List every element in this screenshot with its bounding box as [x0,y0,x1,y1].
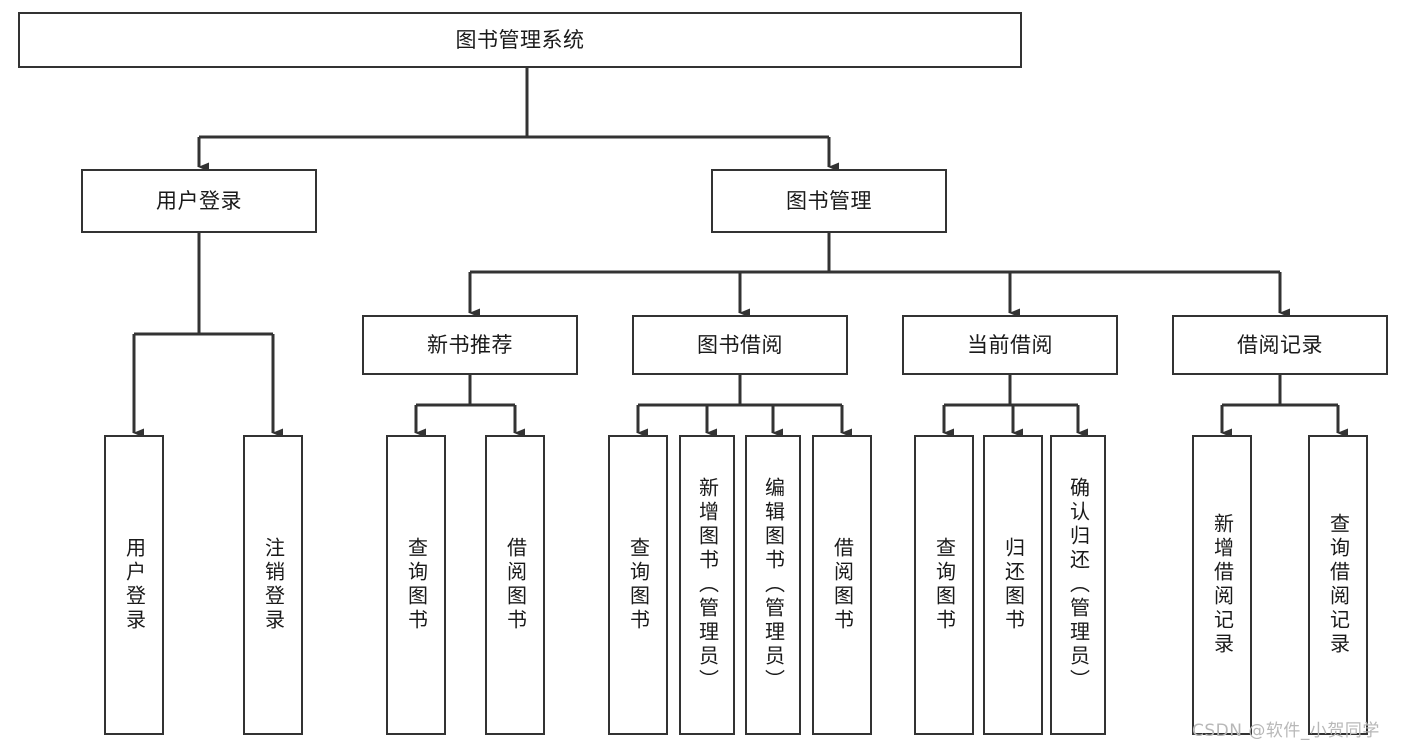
leaf-leaf-add-book[interactable]: 新增图书（管理员） [679,435,735,735]
node-book-borrow[interactable]: 图书借阅 [632,315,848,375]
leaf-leaf-query-book-1[interactable]: 查询图书 [386,435,446,735]
node-current-borrow[interactable]: 当前借阅 [902,315,1118,375]
node-label: 借阅图书 [830,537,855,633]
node-label: 查询图书 [404,537,429,633]
leaf-leaf-user-login[interactable]: 用户登录 [104,435,164,735]
node-label: 新增借阅记录 [1210,513,1235,657]
node-label: 新增图书（管理员） [695,477,720,693]
leaf-leaf-query-record[interactable]: 查询借阅记录 [1308,435,1368,735]
node-label: 用户登录 [156,188,242,213]
node-label: 图书借阅 [697,332,783,357]
node-borrow-record[interactable]: 借阅记录 [1172,315,1388,375]
node-user-login[interactable]: 用户登录 [81,169,317,233]
node-label: 图书管理系统 [455,27,585,52]
leaf-leaf-edit-book[interactable]: 编辑图书（管理员） [745,435,801,735]
node-label: 借阅记录 [1237,332,1323,357]
leaf-leaf-query-book-2[interactable]: 查询图书 [608,435,668,735]
leaf-leaf-add-record[interactable]: 新增借阅记录 [1192,435,1252,735]
node-root-book-management-system[interactable]: 图书管理系统 [18,12,1022,68]
node-label: 新书推荐 [427,332,513,357]
node-label: 图书管理 [786,188,872,213]
node-label: 编辑图书（管理员） [761,477,786,693]
node-label: 注销登录 [261,537,286,633]
node-label: 归还图书 [1001,537,1026,633]
leaf-leaf-confirm-return[interactable]: 确认归还（管理员） [1050,435,1106,735]
node-label: 用户登录 [122,537,147,633]
leaf-leaf-borrow-book-1[interactable]: 借阅图书 [485,435,545,735]
leaf-leaf-user-logout[interactable]: 注销登录 [243,435,303,735]
node-label: 确认归还（管理员） [1066,477,1091,693]
leaf-leaf-return-book[interactable]: 归还图书 [983,435,1043,735]
leaf-leaf-borrow-book-2[interactable]: 借阅图书 [812,435,872,735]
node-book-management[interactable]: 图书管理 [711,169,947,233]
watermark-text: CSDN @软件_小贺同学 [1192,721,1380,741]
node-label: 查询图书 [932,537,957,633]
node-label: 当前借阅 [967,332,1053,357]
leaf-leaf-query-book-3[interactable]: 查询图书 [914,435,974,735]
node-label: 借阅图书 [503,537,528,633]
node-label: 查询图书 [626,537,651,633]
node-label: 查询借阅记录 [1326,513,1351,657]
node-new-book-recommend[interactable]: 新书推荐 [362,315,578,375]
